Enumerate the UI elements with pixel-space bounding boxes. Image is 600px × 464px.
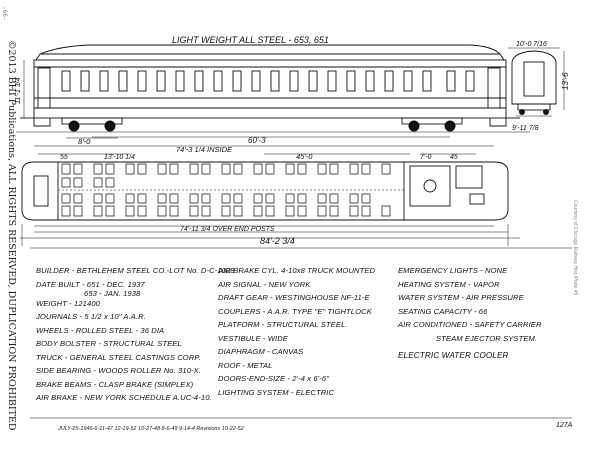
spec-column-3: EMERGENCY LIGHTS - NONE HEATING SYSTEM -…: [398, 264, 542, 363]
vestibule-label: 55: [60, 154, 68, 161]
spec-line: WATER SYSTEM - AIR PRESSURE: [398, 293, 524, 302]
spec-line: BRAKE BEAMS - CLASP BRAKE (SIMPLEX): [36, 379, 194, 389]
spec-line: ELECTRIC WATER COOLER: [398, 351, 509, 360]
spec-line: HEATING SYSTEM - VAPOR: [398, 279, 500, 289]
overall-length-label: 84'-2 3/4: [260, 236, 295, 246]
side-elevation: [20, 44, 520, 127]
spec-line: LIGHTING SYSTEM - ELECTRIC: [218, 387, 335, 397]
section-length-label: 45'-0: [296, 152, 313, 161]
spec-line: JOURNALS - 5 1/2 x 10" A.A.R.: [36, 312, 146, 321]
spec-line: DIAPHRAGM - CANVAS: [218, 347, 304, 356]
spec-line: AIR BRAKE CYL. 4-10x8 TRUCK MOUNTED: [218, 266, 376, 275]
spec-line: TRUCK - GENERAL STEEL CASTINGS CORP.: [36, 352, 201, 362]
spec-line: PLATFORM - STRUCTURAL STEEL.: [218, 320, 348, 329]
toilet-end-label: 45: [450, 154, 458, 161]
spec-line: BODY BOLSTER - STRUCTURAL STEEL: [36, 339, 182, 348]
wheels: [68, 120, 456, 132]
over-end-posts-label: 74'-11 3/4 OVER END POSTS: [180, 226, 275, 233]
floor-plan: [21, 161, 509, 221]
spec-line: AIR CONDITIONED - SAFETY CARRIER: [398, 320, 542, 329]
end-base-label: 9'-11 7/8: [512, 125, 539, 132]
diagram-title: LIGHT WEIGHT ALL STEEL - 653, 651: [172, 35, 329, 45]
end-height-label: 13'-6: [561, 72, 570, 90]
toilet-length-label: 7'-0: [420, 154, 432, 161]
spec-line: DATE BUILT - 651 - DEC. 1937: [36, 279, 145, 289]
end-width-label: 10'-0 7/16: [516, 41, 547, 48]
spec-line: SEATING CAPACITY - 66: [398, 306, 488, 316]
truck-centers-label: 60'-3: [248, 136, 266, 145]
spec-line: EMERGENCY LIGHTS - NONE: [398, 266, 508, 275]
spec-line: BUILDER - BETHLEHEM STEEL CO.-LOT No. D-…: [36, 266, 235, 275]
spec-line: AIR SIGNAL - NEW YORK: [218, 279, 311, 289]
spec-line: STEAM EJECTOR SYSTEM.: [436, 333, 538, 343]
seat-pitch-label: 13'-10 1/4: [104, 154, 135, 161]
spec-line: SIDE BEARING - WOODS ROLLER No. 310-X.: [36, 366, 201, 375]
spec-line: WHEELS - ROLLED STEEL - 36 DIA: [36, 325, 165, 335]
plate-number: 127A: [556, 422, 573, 429]
spec-line: WEIGHT - 121400: [36, 298, 100, 308]
truck-wheelbase-label: 8'-0: [78, 137, 91, 146]
spec-column-1: BUILDER - BETHLEHEM STEEL CO.-LOT No. D-…: [36, 264, 235, 405]
spec-line: DRAFT GEAR - WESTINGHOUSE NF-11-E: [218, 293, 370, 302]
spec-line: VESTIBULE - WIDE: [218, 333, 288, 343]
spec-column-2: AIR BRAKE CYL. 4-10x8 TRUCK MOUNTED AIR …: [218, 264, 375, 399]
spec-line: AIR BRAKE - NEW YORK SCHEDULE A.UC-4-10.: [36, 393, 212, 402]
side-height-label: 11'-1 3/4: [15, 77, 22, 104]
spec-line: COUPLERS - A.A.R. TYPE "E" TIGHTLOCK: [218, 306, 372, 316]
end-elevation: [508, 47, 565, 117]
spec-line: ROOF - METAL: [218, 360, 273, 370]
inside-length-label: 74'-3 1/4 INSIDE: [176, 145, 233, 154]
spec-line: 653 - JAN. 1938: [84, 289, 141, 298]
revision-footer: JULY-25-1946-6-11-47 12-19-52 10-27-48 8…: [58, 426, 244, 432]
spec-line: DOORS-END-SIZE - 2'-4 x 6'-6": [218, 374, 330, 383]
